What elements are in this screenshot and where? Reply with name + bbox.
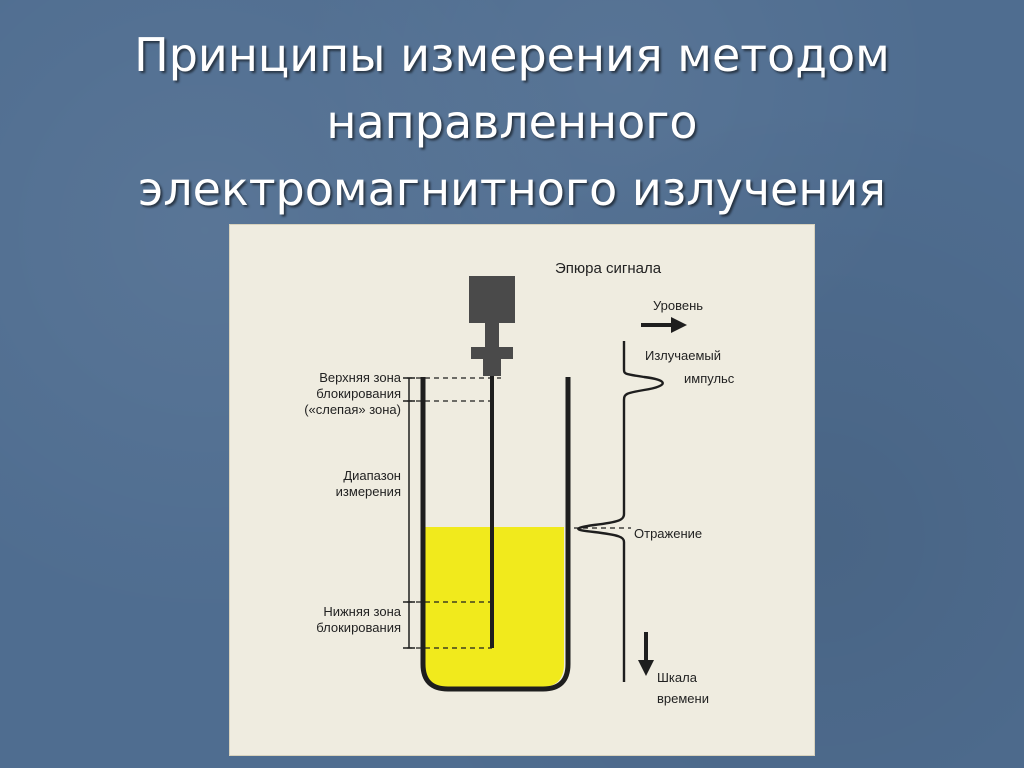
range-label-1: Диапазон [343,468,401,483]
level-label: Уровень [653,298,703,313]
slide-title: Принципы измерения методом направленного… [0,22,1024,223]
upper-zone-label-2: блокирования [316,386,401,401]
emitted-pulse-label-1: Излучаемый [645,348,721,363]
tank-wall [420,377,571,692]
reflection-label: Отражение [634,526,702,541]
lower-zone-label-1: Нижняя зона [323,604,401,619]
diagram-panel: Эпюра сигнала Уровень Излучаемый импульс… [229,224,815,756]
sensor-nut [483,359,501,376]
level-arrow-icon [641,317,687,333]
time-arrow-icon [638,632,654,676]
upper-zone-label-1: Верхняя зона [319,370,402,385]
diagram-heading: Эпюра сигнала [555,260,662,277]
sensor-head [469,276,515,323]
liquid-fill [425,527,564,687]
title-line-2: направленного [326,95,698,149]
lower-zone-label-2: блокирования [316,620,401,635]
upper-zone-label-3: («слепая» зона) [304,402,401,417]
range-label-2: измерения [336,484,401,499]
time-scale-label-1: Шкала [657,670,698,685]
sensor-neck [485,323,499,347]
sensor-flange [471,347,513,359]
emitted-pulse-label-2: импульс [684,371,735,386]
measurement-diagram: Эпюра сигнала Уровень Излучаемый импульс… [304,260,735,706]
signal-trace [577,341,664,682]
time-scale-label-2: времени [657,691,709,706]
title-line-3: электромагнитного излучения [138,162,886,216]
title-line-1: Принципы измерения методом [134,28,890,82]
